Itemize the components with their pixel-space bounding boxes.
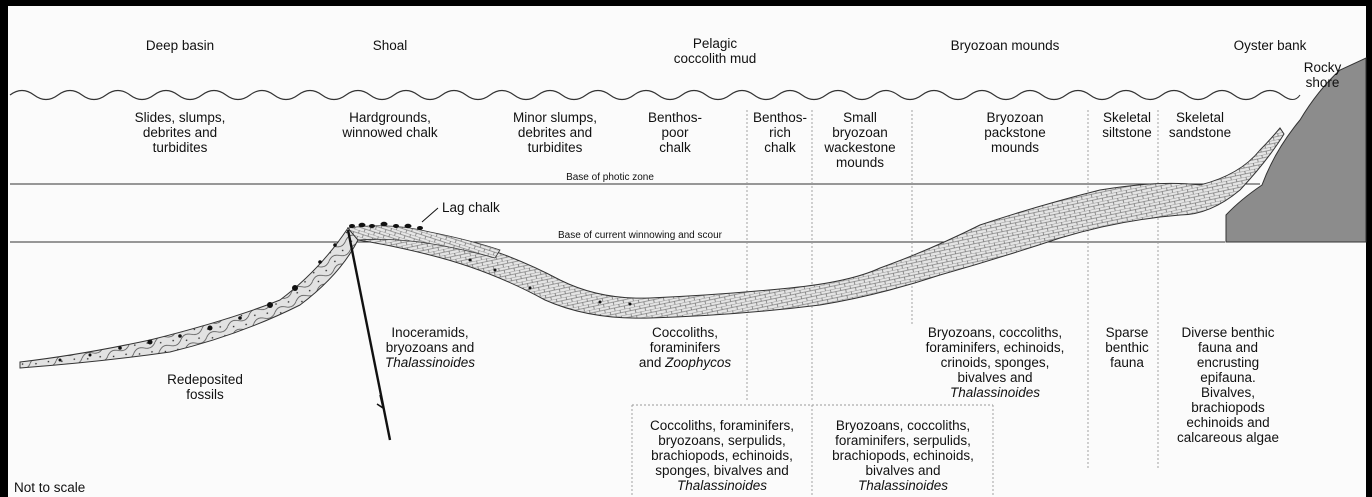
fauna-diverse-benthic: Diverse benthic fauna and encrusting epi…: [1168, 325, 1288, 445]
sea-surface: [10, 91, 1300, 100]
facies-hardgrounds: Hardgrounds, winnowed chalk: [330, 110, 450, 140]
fauna-redeposited-fossils: Redeposited fossils: [160, 372, 250, 402]
facies-bryozoan-packstone: Bryozoan packstone mounds: [960, 110, 1070, 155]
facies-skeletal-sandstone: Skeletal sandstone: [1160, 110, 1240, 140]
facies-small-bryozoan: Small bryozoan wackestone mounds: [810, 110, 910, 170]
label-base-photic-zone: Base of photic zone: [540, 172, 680, 184]
label-lag-chalk: Lag chalk: [442, 200, 522, 215]
label-shoal: Shoal: [360, 38, 420, 53]
label-base-winnowing: Base of current winnowing and scour: [540, 230, 740, 242]
label-pelagic-coccolith-mud: Pelagic coccolith mud: [645, 36, 785, 66]
label-oyster-bank: Oyster bank: [1220, 38, 1320, 53]
fauna-box-bryozoans: Bryozoans, coccoliths, foraminifers, ser…: [813, 418, 993, 493]
label-deep-basin: Deep basin: [130, 38, 230, 53]
redeposited-slope: [20, 228, 358, 368]
lag-chalk-leader: [422, 208, 438, 222]
fauna-bryozoans-mound: Bryozoans, coccoliths, foraminifers, ech…: [915, 325, 1075, 400]
facies-slides-slumps: Slides, slumps, debrites and turbidites: [110, 110, 250, 155]
label-not-to-scale: Not to scale: [14, 480, 134, 495]
label-rocky-shore: Rocky shore: [1295, 60, 1350, 90]
facies-benthos-rich: Benthos- rich chalk: [745, 110, 815, 155]
facies-benthos-poor: Benthos- poor chalk: [640, 110, 710, 155]
label-bryozoan-mounds: Bryozoan mounds: [935, 38, 1075, 53]
facies-skeletal-siltstone: Skeletal siltstone: [1092, 110, 1162, 140]
facies-minor-slumps: Minor slumps, debrites and turbidites: [500, 110, 610, 155]
fauna-box-coccoliths: Coccoliths, foraminifers, bryozoans, ser…: [633, 418, 811, 493]
fauna-sparse-benthic: Sparse benthic fauna: [1092, 325, 1162, 370]
